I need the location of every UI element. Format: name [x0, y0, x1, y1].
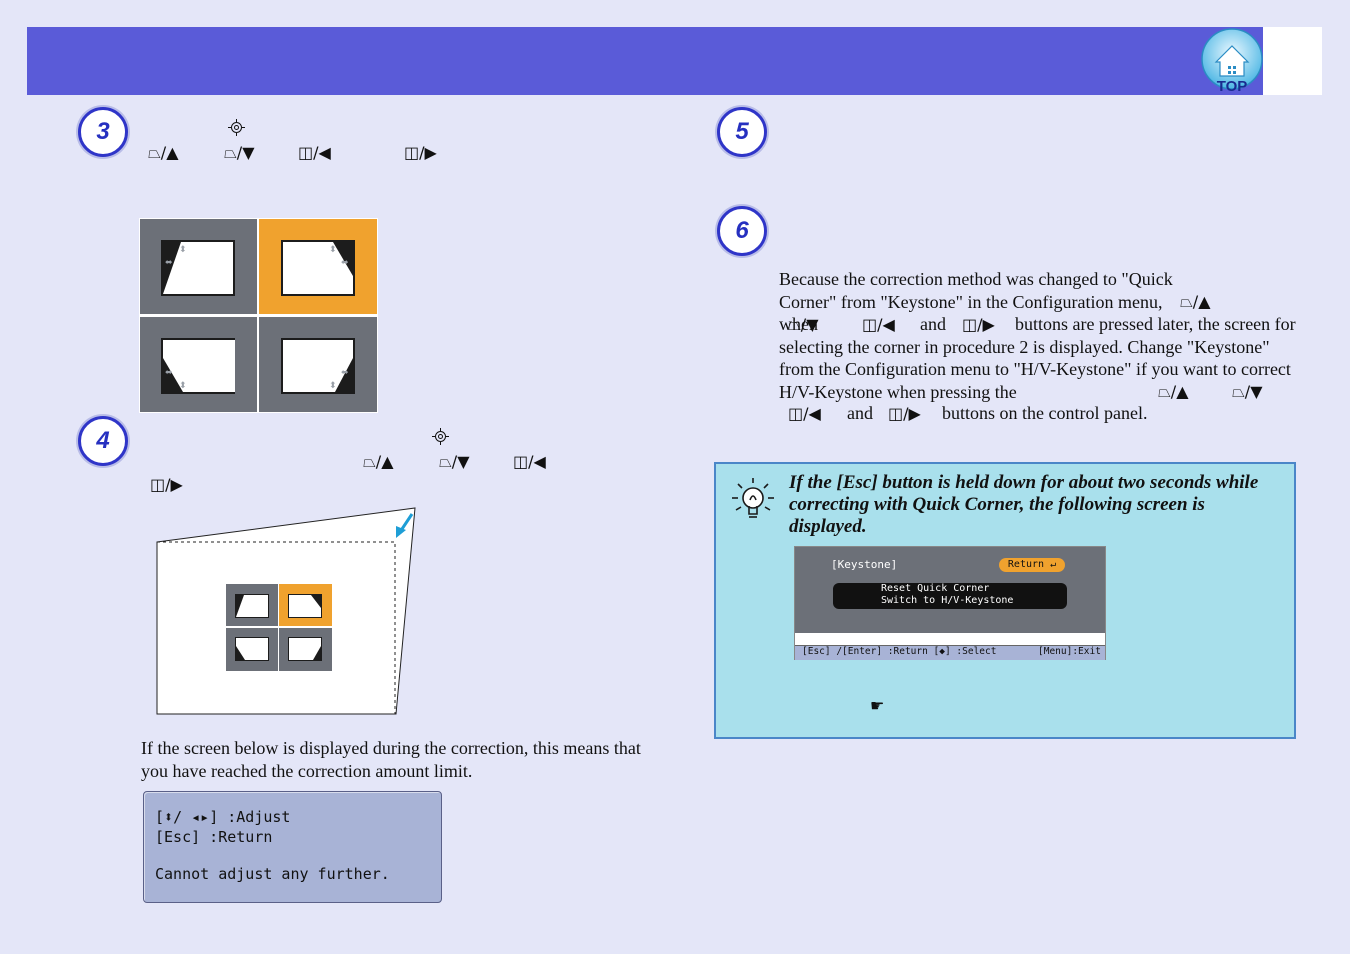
menu-footer-right: [Menu]:Exit [1038, 646, 1101, 657]
keystone-left-button-icon: ◫/◀ [513, 452, 546, 471]
keystone-down-button-icon: ⏢/▼ [439, 452, 470, 471]
menu-item-switch-hv-keystone[interactable]: Switch to H/V-Keystone [881, 595, 1014, 606]
keystone-up-button-icon: ⏢/▲ [1158, 382, 1189, 401]
svg-text:⬌: ⬌ [165, 368, 173, 378]
and-text-2: and [847, 403, 873, 423]
step-6-paragraph: Because the correction method was change… [779, 268, 1299, 334]
keystone-right-button-icon: ◫/▶ [404, 143, 437, 162]
limit-description: If the screen below is displayed during … [141, 738, 641, 781]
return-button[interactable]: Return ↵ [999, 558, 1065, 572]
pointing-hand-icon: ☛ [870, 696, 885, 715]
svg-text:⬌: ⬌ [341, 258, 349, 268]
return-line: [Esc] :Return [155, 828, 273, 846]
keystone-left-button-icon: ◫/◀ [788, 404, 821, 423]
enter-icon: ↵ [1050, 559, 1057, 570]
header-right-block [1263, 27, 1322, 95]
menu-footer [795, 645, 1105, 660]
step-3-badge: 3 [78, 107, 128, 157]
menu-footer-left: [Esc] /[Enter] :Return [◆] :Select [802, 646, 997, 657]
menu-title: [Keystone] [831, 558, 898, 571]
top-button[interactable]: TOP [1200, 28, 1264, 96]
keystone-down-button-icon: ⏢/▼ [224, 143, 255, 162]
top-button-label: TOP [1216, 78, 1248, 95]
svg-text:⬌: ⬌ [165, 258, 173, 268]
left-right-arrow-icon: ◂▸ [191, 808, 210, 826]
keystone-left-button-icon: ◫/◀ [298, 143, 331, 162]
adjust-line: [⬍/ ◂▸] :Adjust [155, 808, 291, 826]
target-icon [228, 119, 245, 136]
cannot-adjust-line: Cannot adjust any further. [155, 865, 390, 883]
keystone-menu-screenshot: [Keystone] Return ↵ Reset Quick Corner S… [794, 546, 1106, 660]
step-6-text-1: Because the correction method was change… [779, 269, 1173, 334]
keystone-up-button-icon: ⏢/▲ [148, 143, 179, 162]
svg-text:⬍: ⬍ [179, 381, 187, 391]
keystone-right-button-icon: ◫/▶ [150, 475, 183, 494]
correction-limit-panel: [⬍/ ◂▸] :Adjust [Esc] :Return Cannot adj… [143, 791, 442, 903]
step-3-buttons-row: ⏢/▲ ⏢/▼ ◫/◀ ◫/▶ [148, 143, 468, 165]
pointing-arrow-icon [396, 513, 414, 538]
step-4-badge: 4 [78, 416, 128, 466]
keystone-up-button-icon: ⏢/▲ [1180, 292, 1211, 311]
header-bar [27, 27, 1263, 95]
menu-item-reset-quick-corner[interactable]: Reset Quick Corner [881, 583, 990, 594]
tip-box: If the [Esc] button is held down for abo… [714, 462, 1296, 739]
step-6-text-3: buttons on the control panel. [942, 403, 1148, 423]
step-6-text-1-wrap [779, 268, 1179, 313]
keystone-up-button-icon: ⏢/▲ [363, 452, 394, 471]
step-6-text-2: buttons are pressed later, the screen fo… [779, 314, 1296, 402]
lightbulb-icon [732, 478, 774, 518]
up-down-arrow-icon: ⬍ [164, 808, 174, 826]
menu-options-box [833, 583, 1067, 609]
tip-text: If the [Esc] button is held down for abo… [789, 472, 1259, 537]
corner-selector-large: ⬍ ⬌ ⬍ ⬌ ⬍ ⬌ ⬍ ⬌ [139, 218, 378, 413]
step-6-badge: 6 [717, 206, 767, 256]
keystone-down-button-icon: ⏢/▼ [788, 315, 819, 334]
step-4-buttons-row: ⏢/▲ ⏢/▼ ◫/◀ [363, 452, 563, 474]
svg-text:⬌: ⬌ [341, 368, 349, 378]
projection-diagram [150, 500, 425, 720]
keystone-down-button-icon: ⏢/▼ [1232, 382, 1263, 401]
svg-text:⬍: ⬍ [329, 381, 337, 391]
svg-text:⬍: ⬍ [329, 245, 337, 255]
keystone-right-button-icon: ◫/▶ [962, 315, 995, 334]
keystone-right-button-icon: ◫/▶ [888, 404, 921, 423]
step-5-badge: 5 [717, 107, 767, 157]
and-text-1: and [920, 314, 946, 334]
target-icon [432, 428, 449, 445]
keystone-left-button-icon: ◫/◀ [862, 315, 895, 334]
svg-text:⬍: ⬍ [179, 245, 187, 255]
top-home-icon [1201, 28, 1263, 90]
